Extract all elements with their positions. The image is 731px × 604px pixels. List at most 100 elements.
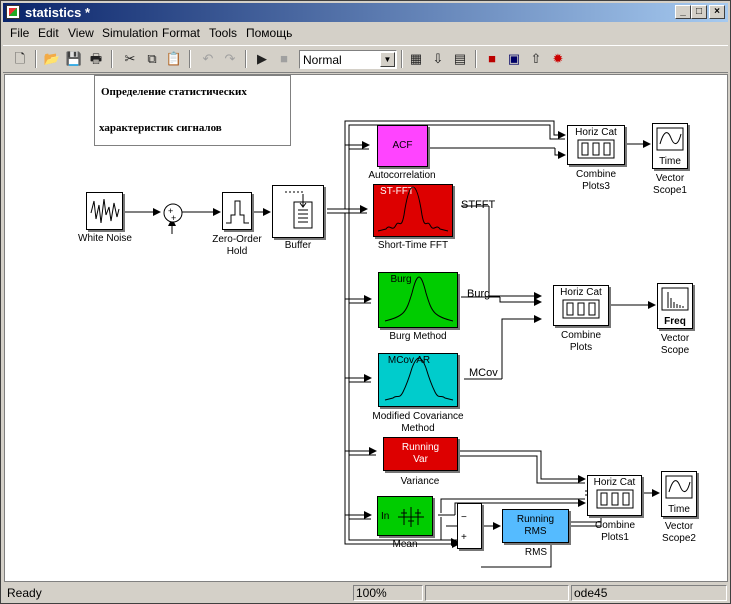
menu-tools[interactable]: Tools — [209, 26, 238, 40]
menu-edit[interactable]: Edit — [38, 26, 59, 40]
toolbar: 🗋 📂 💾 🖶 ✂ ⧉ 📋 ↶ ↷ ▶ ■ Normal ▼ ▦ ⇩ ▤ ■ ▣… — [3, 45, 728, 73]
build-subsystem-icon[interactable]: ▤ — [453, 51, 467, 66]
vector-label-2: Vector — [660, 333, 690, 344]
short-time-fft-block[interactable]: ST-FFT — [373, 184, 453, 237]
mean-block[interactable]: In — [377, 496, 433, 536]
running-variance-block[interactable]: Running Var — [383, 437, 458, 471]
horiz-cat-text: Horiz Cat — [560, 287, 602, 298]
buffer-label: Buffer — [284, 240, 312, 251]
print-icon[interactable]: 🖶 — [89, 51, 103, 66]
copy-icon[interactable]: ⧉ — [147, 51, 157, 66]
toolbar-separator — [401, 50, 403, 68]
cut-icon[interactable]: ✂ — [124, 51, 136, 66]
acf-block-text: ACF — [392, 140, 413, 151]
model-explorer-icon[interactable]: ▣ — [507, 51, 521, 66]
mcov-signal-label: MCov — [469, 367, 498, 379]
vector-scope1-block[interactable]: Time — [652, 123, 688, 169]
runvar-text-2: Var — [413, 454, 428, 465]
simulation-mode-value: Normal — [303, 53, 342, 67]
toolbar-separator — [35, 50, 37, 68]
status-ready: Ready — [7, 586, 42, 600]
open-icon[interactable]: 📂 — [43, 51, 61, 66]
menu-file[interactable]: File — [10, 26, 30, 40]
annotation-box[interactable]: Определение статистических характеристик… — [94, 75, 291, 146]
horiz-cat-block-top[interactable]: Horiz Cat — [567, 125, 625, 165]
annotation-line-2: характеристик сигналов — [99, 122, 222, 134]
short-time-fft-label: Short-Time FFT — [377, 240, 449, 251]
stfft-signal-label: STFFT — [461, 199, 496, 211]
menu-help[interactable]: Помощь — [246, 26, 293, 40]
paste-icon[interactable]: 📋 — [165, 51, 183, 66]
title-bar[interactable]: statistics * _ □ × — [3, 3, 728, 22]
mcov-block-text: MCov AR — [387, 355, 431, 366]
burg-block-text: Burg — [390, 274, 412, 285]
toolbar-separator — [189, 50, 191, 68]
runrms-text-1: Running — [516, 514, 555, 525]
runvar-text-1: Running — [401, 442, 440, 453]
subtract-block[interactable]: − + — [457, 503, 482, 549]
white-noise-label: White Noise — [78, 233, 132, 244]
library-browser-icon[interactable]: ■ — [488, 51, 496, 66]
menu-simulation[interactable]: Simulation — [102, 26, 159, 40]
stop-icon[interactable]: ■ — [280, 51, 288, 66]
running-rms-block[interactable]: Running RMS — [502, 509, 569, 543]
maximize-button[interactable]: □ — [691, 5, 707, 19]
staircase-icon — [226, 200, 249, 224]
annotation-line-1: Определение статистических — [101, 86, 247, 98]
horiz-cat-block-bottom[interactable]: Horiz Cat — [587, 475, 642, 516]
scope2-label: Scope2 — [662, 533, 696, 544]
autocorrelation-block[interactable]: ACF — [377, 125, 428, 167]
svg-text:+: + — [168, 206, 173, 216]
sum-block[interactable]: + + — [162, 202, 184, 224]
horiz-cat-block-middle[interactable]: Horiz Cat — [553, 285, 609, 326]
toolbar-separator — [111, 50, 113, 68]
chevron-down-icon[interactable]: ▼ — [380, 52, 395, 67]
status-zoom: 100% — [353, 585, 423, 601]
horiz-cat-text: Horiz Cat — [575, 127, 617, 138]
combine-label-top: Combine — [575, 169, 617, 180]
scope-time-icon — [656, 127, 684, 151]
status-bar: Ready 100% ode45 — [3, 584, 728, 602]
update-diagram-icon[interactable]: ⇩ — [432, 51, 444, 66]
scope-label: Scope — [660, 345, 690, 356]
scope-time-text: Time — [668, 504, 690, 515]
combine-label-middle: Combine — [560, 330, 602, 341]
close-button[interactable]: × — [709, 5, 725, 19]
scope-freq-text: Freq — [664, 316, 686, 327]
play-icon[interactable]: ▶ — [257, 51, 267, 66]
spectrum-icon — [384, 357, 454, 401]
go-to-parent-icon[interactable]: ⇧ — [530, 51, 542, 66]
debugger-icon[interactable]: ✹ — [552, 51, 564, 66]
menu-format[interactable]: Format — [162, 26, 201, 40]
stfft-block-text: ST-FFT — [380, 186, 414, 197]
buffer-block[interactable] — [272, 185, 324, 238]
simulation-mode-select[interactable]: Normal ▼ — [299, 50, 397, 69]
vector-scope2-block[interactable]: Time — [661, 471, 697, 517]
toolbar-separator — [475, 50, 477, 68]
undo-icon[interactable]: ↶ — [202, 51, 214, 66]
redo-icon[interactable]: ↷ — [224, 51, 236, 66]
mean-icon — [398, 507, 424, 527]
vector-scope-block[interactable]: Freq — [657, 283, 693, 329]
model-canvas[interactable]: Определение статистических характеристик… — [4, 74, 728, 582]
noise-waveform-icon — [90, 198, 120, 224]
mean-label: Mean — [392, 539, 418, 550]
zero-order-hold-block[interactable] — [222, 192, 252, 230]
horiz-cat-text: Horiz Cat — [593, 477, 636, 488]
menu-view[interactable]: View — [68, 26, 94, 40]
concat-icon — [577, 139, 615, 159]
white-noise-block[interactable] — [86, 192, 123, 230]
burg-method-block[interactable]: Burg — [378, 272, 458, 328]
save-icon[interactable]: 💾 — [65, 51, 83, 66]
spectrum-icon — [377, 186, 449, 232]
mcov-label-1: Modified Covariance — [372, 411, 464, 422]
modified-covariance-block[interactable]: MCov AR — [378, 353, 458, 407]
concat-icon — [596, 489, 634, 509]
build-icon[interactable]: ▦ — [409, 51, 423, 66]
new-icon[interactable]: 🗋 — [14, 51, 26, 66]
minimize-button[interactable]: _ — [675, 5, 691, 19]
menu-bar: File Edit View Simulation Format Tools П… — [3, 23, 728, 43]
burg-signal-label: Burg — [467, 288, 491, 300]
signal-lines — [124, 120, 660, 568]
